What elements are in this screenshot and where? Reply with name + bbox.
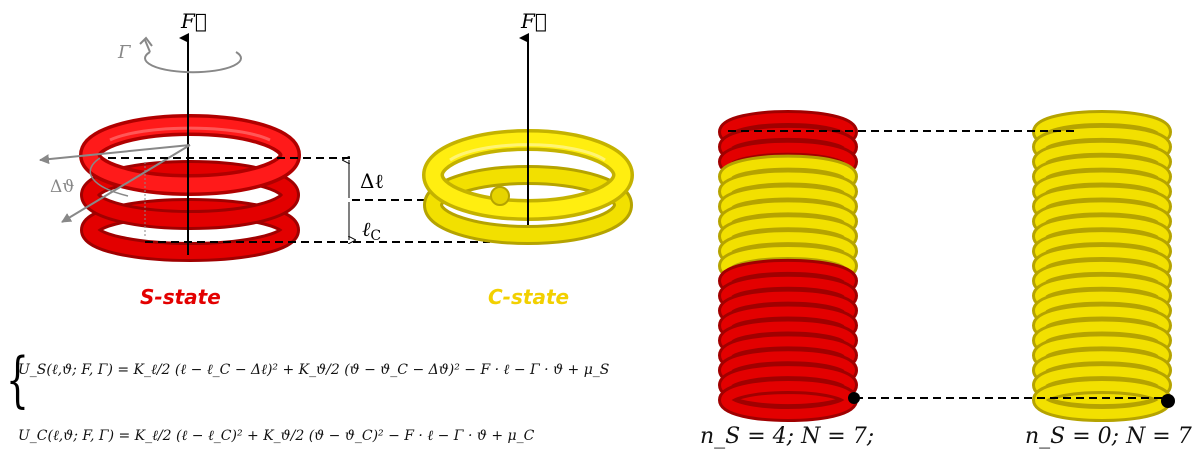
equation-s-state: U_S(ℓ,ϑ; F, Γ) = K_ℓ/2 (ℓ − ℓ_C − Δℓ)² +… bbox=[18, 362, 610, 378]
equation-c-state: U_C(ℓ,ϑ; F, Γ) = K_ℓ/2 (ℓ − ℓ_C)² + K_ϑ/… bbox=[18, 428, 535, 444]
l-c-label: ℓC bbox=[362, 217, 381, 244]
delta-l-label: Δℓ bbox=[360, 169, 384, 193]
right-stack-count: n_S = 0; N = 7 bbox=[1025, 424, 1192, 449]
yellow-coil-stack bbox=[1032, 110, 1172, 422]
coil-ring-highlight bbox=[721, 366, 855, 405]
delta-theta-label: Δϑ bbox=[50, 177, 74, 197]
angle-arrow-lower bbox=[61, 144, 191, 223]
angle-arrow-upper bbox=[39, 144, 191, 165]
angle-arc bbox=[89, 157, 129, 197]
right-end-dot bbox=[1161, 394, 1175, 408]
left-stack-count: n_S = 4; N = 7; bbox=[700, 424, 875, 449]
equation-brace: { bbox=[6, 345, 29, 415]
force-label-right: F⃗ bbox=[520, 9, 547, 33]
s-state-spring bbox=[79, 114, 301, 262]
left-end-dot bbox=[848, 392, 860, 404]
coil-ring-highlight bbox=[1035, 366, 1169, 405]
s-state-label: S-state bbox=[140, 285, 221, 309]
force-label-left: F⃗ bbox=[180, 9, 207, 33]
c-state-label: C-state bbox=[488, 285, 570, 309]
torque-label: Γ bbox=[117, 42, 132, 63]
torque-icon bbox=[139, 36, 242, 74]
mixed-coil-stack bbox=[718, 110, 858, 422]
